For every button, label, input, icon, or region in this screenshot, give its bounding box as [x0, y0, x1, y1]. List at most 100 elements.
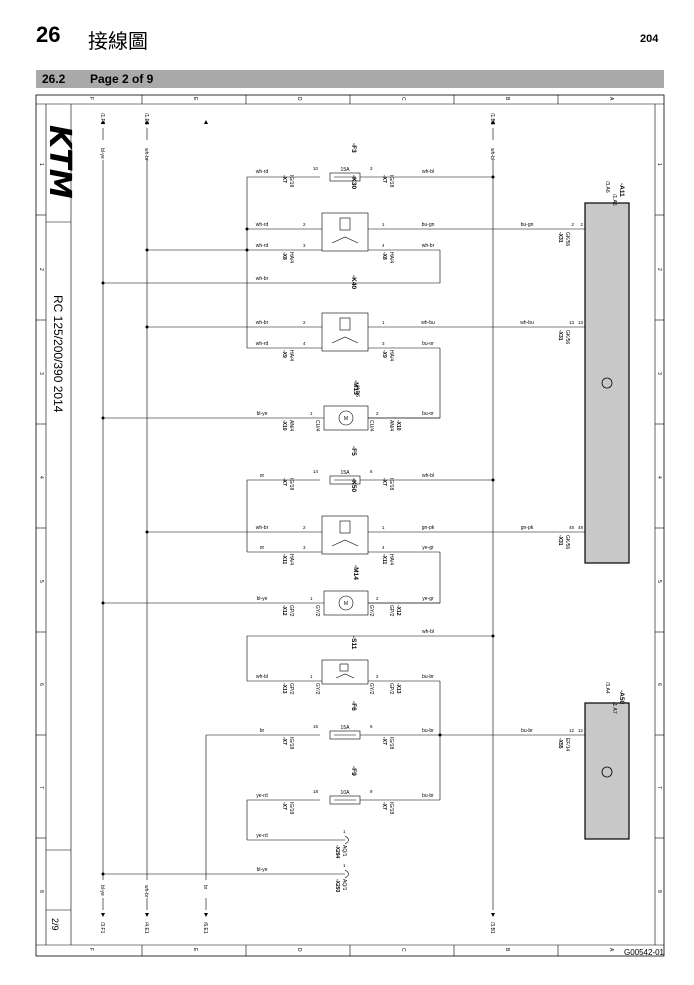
rail-wire-label: bl-ye [99, 148, 105, 159]
component-ref: /4.D6 [354, 385, 360, 397]
wire-label: wh-rd [256, 243, 269, 249]
connector-type: HA/4 [288, 554, 294, 565]
pin-number: 3 [303, 243, 306, 248]
connector-id: -X8 [281, 252, 287, 260]
pin-number: 48 [578, 525, 584, 530]
rail-wire-label: br [202, 885, 208, 890]
switch-actuator [339, 663, 349, 672]
off-page-ref-bottom: /3.F1 [99, 922, 105, 934]
junction-dot [145, 248, 149, 252]
off-page-ref-top: /1.F8 [99, 113, 105, 125]
relay-symbol [321, 312, 369, 352]
connector-type: IG/18 [388, 737, 394, 749]
wire-label: or [260, 545, 265, 551]
fuse-rating: 15A [341, 167, 351, 173]
relay-symbol [321, 212, 369, 252]
relay-contact [331, 336, 359, 344]
ecu-a11-block [584, 202, 630, 564]
rail-arrow [204, 913, 208, 917]
connector-id: -X9 [381, 350, 387, 358]
component-ref: /3.A6 [604, 181, 610, 193]
pin-number: 4 [382, 243, 385, 248]
connector-symbol [344, 835, 349, 845]
wire [246, 799, 320, 840]
rail-wire-label: wh-br [143, 148, 149, 161]
ecu-symbol-icon [601, 766, 613, 778]
row-label-left: 8 [38, 890, 44, 893]
connector-id: -X7 [381, 737, 387, 745]
junction-dot [145, 530, 149, 534]
off-page-ref-top: /1.B8 [489, 113, 495, 125]
rail-wire-label: wh-bl [489, 148, 495, 160]
connector-type: EF/14 [564, 738, 570, 752]
wire [246, 635, 493, 682]
wire-label: wh-br [256, 320, 269, 326]
pin-number: 2 [376, 411, 379, 416]
row-label-right: 8 [656, 890, 662, 893]
wire-label: or [260, 473, 265, 479]
wire-label: bl-ye [257, 596, 268, 602]
wire-label: ye-gr [422, 545, 434, 551]
junction-dot [101, 416, 105, 420]
drawing-id: G00542-01 [624, 948, 665, 957]
wire-label: bu-or [422, 341, 434, 347]
connector-type: AN/4 [388, 420, 394, 431]
wire-label: bu-br [422, 728, 434, 734]
relay-symbol [321, 515, 369, 555]
pin-number: 10 [313, 166, 319, 171]
row-label-right: 6 [656, 683, 662, 686]
pin-number: 3 [382, 341, 385, 346]
pin-number: 1 [343, 863, 346, 868]
connector-symbol [344, 869, 349, 879]
connector-type: CU/4 [314, 420, 320, 432]
pin-number: 48 [569, 525, 575, 530]
junction-dot [101, 281, 105, 285]
rail-arrow [491, 120, 495, 124]
ktm-logo: KTM [42, 125, 77, 199]
wire-label: wh-br [256, 525, 269, 531]
column-label-bottom: E [192, 948, 198, 952]
connector-id: -X13 [281, 683, 287, 694]
connector-id: -X12 [281, 605, 287, 616]
wire-label: ye-gr [422, 596, 434, 602]
junction-dot [245, 227, 249, 231]
connector-id: -X11 [281, 554, 287, 565]
connector-type: AQ/1 [341, 845, 347, 857]
connector-type: HA/4 [288, 252, 294, 263]
pin-number: 1 [310, 596, 313, 601]
component-ref: /1.A5 [611, 194, 617, 206]
connector-id: -X13 [395, 683, 401, 694]
column-label-top: A [608, 97, 614, 101]
wire [246, 250, 322, 349]
relay-coil [339, 217, 351, 231]
relay-contact [331, 539, 359, 547]
component-id: -F5 [350, 446, 357, 456]
connector-type: IG/18 [288, 802, 294, 814]
junction-dot [101, 872, 105, 876]
rail-wire-label: bl-ye [99, 885, 105, 896]
section-number: 26.2 [42, 72, 66, 86]
pin-number: 15 [313, 724, 319, 729]
off-page-ref-bottom: /4.E1 [143, 922, 149, 934]
connector-type: AN/4 [288, 420, 294, 431]
pin-number: 2 [571, 222, 574, 227]
pin-number: 1 [310, 411, 313, 416]
fuse-rating: 15A [341, 725, 351, 731]
wire-label: wh-bl [422, 629, 434, 635]
switch-symbol [321, 659, 369, 685]
component-id: -M14 [352, 565, 359, 580]
chapter-number: 26 [36, 22, 61, 47]
rail-arrow [204, 120, 208, 124]
row-label-right: 7 [656, 786, 662, 789]
connector-type: HA/4 [388, 554, 394, 565]
connector-id: -X7 [381, 802, 387, 810]
wire-label: wh-rd [256, 341, 269, 347]
connector-id: -X10 [281, 420, 287, 431]
wire-label: wh-br [256, 276, 269, 282]
junction-dot [491, 634, 495, 638]
connector-id: -X31 [557, 535, 563, 546]
switch-contact [335, 673, 355, 679]
connector-type: HA/4 [388, 350, 394, 361]
connector-id: -X11 [381, 554, 387, 565]
pin-number: 2 [376, 596, 379, 601]
